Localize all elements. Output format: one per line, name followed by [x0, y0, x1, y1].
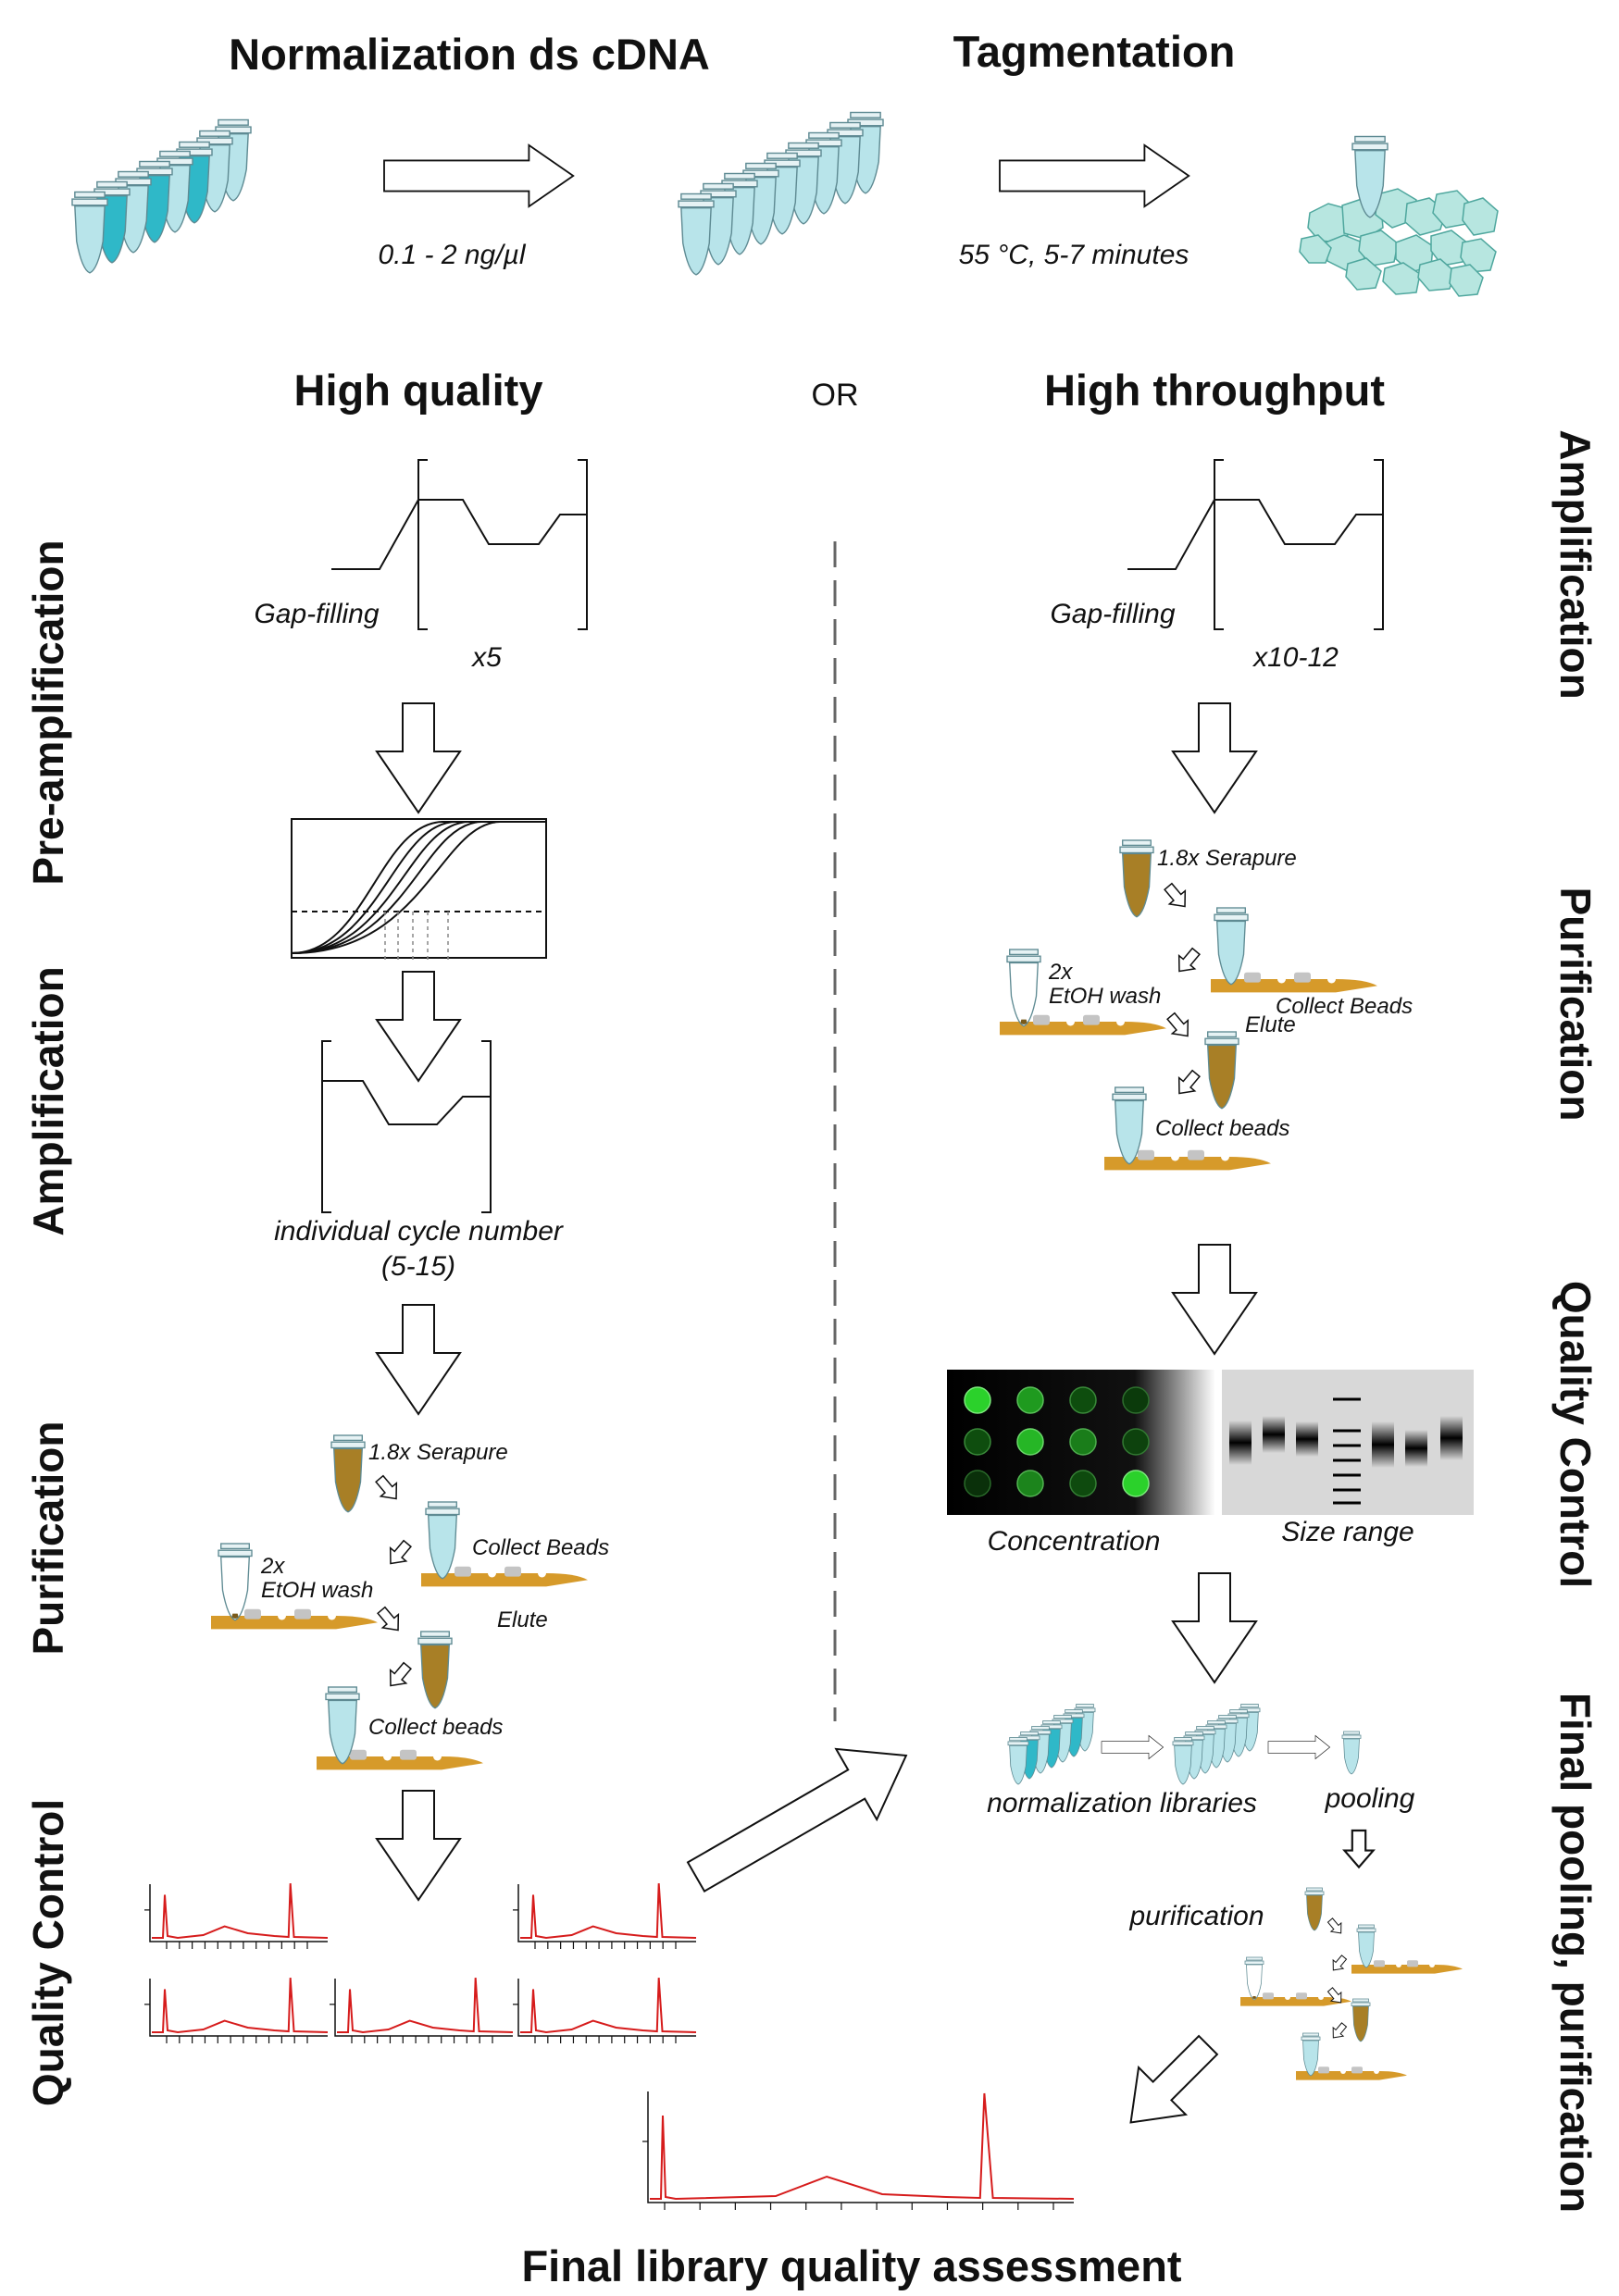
gap-filling-label-right: Gap-filling: [1050, 599, 1175, 629]
cycles-x5-label: x5: [470, 642, 502, 673]
arrow-to-qc-right: [1172, 1244, 1257, 1355]
trace-2: [513, 1883, 697, 1949]
trace-5: [513, 1978, 697, 2043]
purification-small-label: purification: [1128, 1901, 1264, 1931]
pcr-profile-high-throughput: [1127, 459, 1384, 630]
side-label-amplification: Amplification: [24, 966, 72, 1235]
collect-beads-upper-right: Collect Beads: [1276, 994, 1413, 1019]
side-label-right-final-pooling: Final pooling, purification: [1551, 1693, 1600, 2213]
arrow-to-final-assessment: [1129, 2034, 1219, 2124]
collect-beads-upper-left: Collect Beads: [472, 1535, 609, 1560]
purification-left: 1.8x Serapure Collect Beads 2x EtOH wash…: [211, 1434, 609, 1770]
arrow-to-final-pooling-right: [1172, 1572, 1257, 1683]
tagmentation-conditions-label: 55 °C, 5-7 minutes: [959, 240, 1189, 270]
high-quality-title: High quality: [294, 366, 543, 415]
serapure-label-left: 1.8x Serapure: [368, 1440, 508, 1465]
arrow-to-purification-right: [1172, 702, 1257, 813]
cycle-range-label: (5-15): [381, 1251, 455, 1282]
final-trace: [642, 2091, 1075, 2210]
arrow-to-small-purification: [1343, 1829, 1375, 1868]
arrow-tagmentation: [999, 143, 1190, 208]
trace-1: [144, 1883, 329, 1949]
final-bioanalyzer-trace: [642, 2091, 1075, 2210]
arrow-to-purification: [376, 1304, 461, 1415]
concentration-plate: [947, 1370, 1215, 1515]
pooled-tube: [1341, 1731, 1362, 1775]
tube-rack-normalization: [71, 118, 252, 274]
concentration-range-label: 0.1 - 2 ng/µl: [378, 240, 526, 270]
tagmentation-title: Tagmentation: [953, 27, 1236, 76]
concentration-label: Concentration: [988, 1526, 1161, 1557]
arrow-pooling: [1267, 1735, 1330, 1759]
etoh-wash-right: EtOH wash: [1049, 984, 1161, 1009]
etoh-2x-left: 2x: [260, 1554, 285, 1579]
side-label-right-purification: Purification: [1551, 887, 1600, 1121]
collect-beads-lower-left: Collect beads: [368, 1715, 503, 1740]
size-range-gel: [1222, 1370, 1474, 1515]
final-assessment-title: Final library quality assessment: [521, 2241, 1181, 2290]
elute-left: Elute: [497, 1607, 548, 1632]
serapure-label-right: 1.8x Serapure: [1157, 846, 1297, 871]
qpcr-curve-plot: [291, 818, 547, 962]
arrow-normalization: [383, 143, 575, 208]
trace-3: [144, 1978, 329, 2043]
pcr-profile-amplification: [321, 1040, 492, 1213]
side-label-right-amplification: Amplification: [1551, 429, 1600, 699]
pooling-label: pooling: [1325, 1783, 1415, 1814]
elute-right: Elute: [1245, 1012, 1296, 1037]
etoh-2x-right: 2x: [1048, 960, 1073, 985]
arrow-to-qc-left: [376, 1790, 461, 1901]
side-label-right-quality-control: Quality Control: [1551, 1281, 1600, 1588]
normalization-title: Normalization ds cDNA: [229, 30, 710, 79]
side-label-quality-control: Quality Control: [24, 1799, 72, 2106]
library-tubes-pre: [1007, 1704, 1096, 1785]
arrow-to-qpcr: [376, 702, 461, 813]
side-label-purification: Purification: [24, 1421, 72, 1655]
bioanalyzer-traces: [144, 1883, 697, 2043]
collect-beads-lower-right: Collect beads: [1155, 1116, 1289, 1141]
library-tubes-normalized: [1172, 1704, 1261, 1785]
purification-right: 1.8x Serapure Collect Beads 2x EtOH wash…: [1000, 839, 1413, 1171]
arrow-to-final-pooling: [686, 1747, 908, 1893]
pcr-profile-preamp: [331, 459, 588, 630]
cycle-number-label: individual cycle number: [274, 1216, 564, 1247]
normalization-libraries-label: normalization libraries: [987, 1788, 1257, 1818]
size-range-label: Size range: [1281, 1517, 1414, 1547]
tube-rack-normalized: [678, 111, 884, 276]
etoh-wash-left: EtOH wash: [261, 1578, 373, 1603]
tagmented-fragments: [1299, 188, 1499, 297]
high-throughput-title: High throughput: [1044, 366, 1385, 415]
purification-small: purification: [1128, 1887, 1463, 2080]
cycles-x10-12-label: x10-12: [1252, 642, 1339, 673]
or-label: OR: [812, 378, 859, 413]
arrow-to-amplification: [376, 971, 461, 1082]
side-label-pre-amplification: Pre-amplification: [24, 540, 72, 885]
arrow-normalize-libs: [1101, 1735, 1164, 1759]
trace-4: [330, 1978, 514, 2043]
gap-filling-label: Gap-filling: [254, 599, 379, 629]
